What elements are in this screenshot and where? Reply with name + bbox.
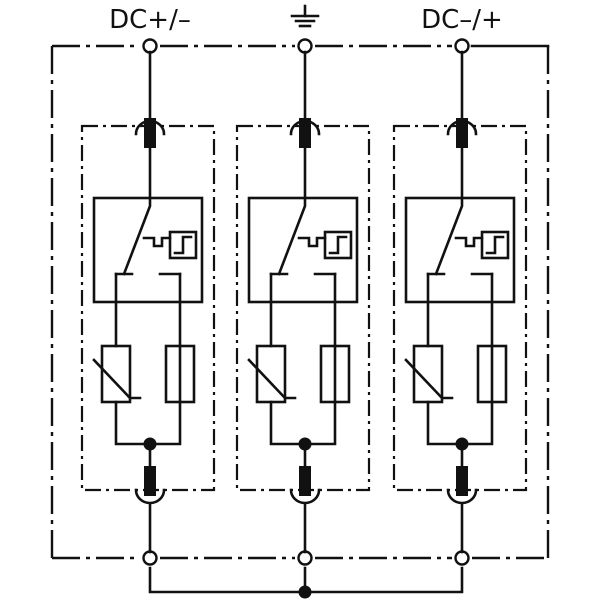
thermal-disconnector-box: [404, 196, 516, 304]
thermal-sensor-icon: [323, 230, 353, 260]
fuse-bottom: [299, 466, 311, 496]
common-bus: [148, 566, 464, 599]
switch-wire: [122, 142, 152, 276]
varistor: [255, 344, 287, 404]
fuse-top: [144, 118, 156, 148]
wire: [114, 400, 182, 446]
terminal-top: [142, 38, 158, 54]
terminal-bottom: [297, 550, 313, 566]
wire: [269, 400, 337, 446]
terminal-label-dc-minus-plus: DC–/+: [421, 5, 503, 35]
contact-arc: [289, 488, 321, 505]
step-icon: [328, 235, 348, 255]
thermal-sensor-icon: [480, 230, 510, 260]
module-3: [392, 38, 528, 566]
varistor-slash: [404, 358, 454, 400]
terminal-top: [454, 38, 470, 54]
switch-wire: [434, 142, 464, 276]
thermal-link: [142, 236, 172, 248]
fuse-top: [456, 118, 468, 148]
thermal-link: [454, 236, 484, 248]
step-icon: [485, 235, 505, 255]
fuse-bottom: [456, 466, 468, 496]
fuse-top: [299, 118, 311, 148]
varistor-slash: [247, 358, 297, 400]
module-housing: [235, 124, 371, 492]
terminal-top: [297, 38, 313, 54]
module-2: [235, 38, 371, 566]
wire: [426, 400, 494, 446]
earth-ground-icon: [290, 4, 320, 28]
contact-arc: [134, 488, 166, 505]
outer-housing: [50, 44, 550, 560]
terminal-bottom: [142, 550, 158, 566]
step-icon: [173, 235, 193, 255]
modules: [80, 38, 528, 566]
terminal-bottom: [454, 550, 470, 566]
thermal-disconnector-box: [247, 196, 359, 304]
terminal-label-dc-plus-minus: DC+/–: [109, 5, 191, 35]
varistor: [412, 344, 444, 404]
thermal-sensor-icon: [168, 230, 198, 260]
junction-dot: [298, 585, 312, 599]
fuse-bottom: [144, 466, 156, 496]
module-1: [80, 38, 216, 566]
module-housing: [80, 124, 216, 492]
varistor-slash: [92, 358, 142, 400]
varistor: [100, 344, 132, 404]
switch-wire: [277, 142, 307, 276]
contact-arc: [446, 488, 478, 505]
thermal-disconnector-box: [92, 196, 204, 304]
module-housing: [392, 124, 528, 492]
thermal-link: [297, 236, 327, 248]
